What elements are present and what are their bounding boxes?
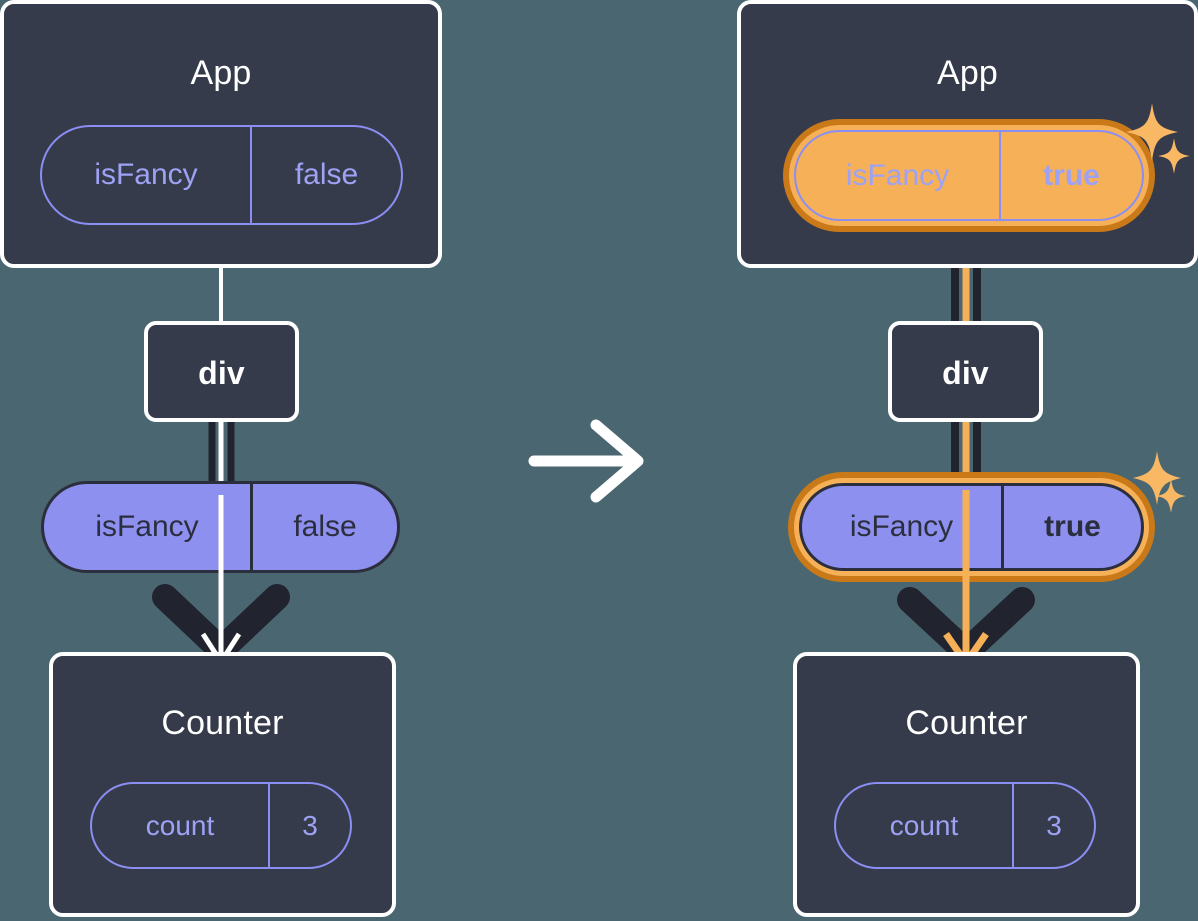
orange-arrow-after <box>943 490 989 670</box>
highlight-inner-ring-prop: isFancy true <box>794 478 1149 576</box>
counter-title-after: Counter <box>905 704 1028 742</box>
counter-pill-name-after: count <box>889 809 959 841</box>
prop-pill-value-after: true <box>1001 486 1141 568</box>
highlight-inner-ring-app: isFancy true <box>789 125 1149 226</box>
counter-pill-value-before: 3 <box>268 784 350 867</box>
counter-state-pill-after: count 3 <box>834 782 1096 869</box>
counter-title-before: Counter <box>161 704 284 742</box>
counter-pill-name-before: count <box>145 809 215 841</box>
prop-pill-value-before: false <box>250 484 397 570</box>
counter-state-pill-before: count 3 <box>90 782 352 869</box>
prop-pill-after: isFancy true <box>799 483 1144 571</box>
app-title-after: App <box>936 54 999 92</box>
app-state-pill-after: isFancy true <box>794 130 1144 221</box>
div-label-after: div <box>942 355 989 391</box>
pill-value-after-app: true <box>999 132 1142 219</box>
app-title-before: App <box>190 54 252 92</box>
prop-pill-name-after: isFancy <box>849 510 954 543</box>
app-state-pill-before: isFancy false <box>40 125 403 225</box>
pill-name-before-app: isFancy <box>94 158 198 191</box>
div-node-after: div <box>888 321 1043 422</box>
prop-pill-name-before: isFancy <box>95 510 199 543</box>
app-state-pill-highlight-after: isFancy true <box>783 119 1155 232</box>
counter-pill-value-after: 3 <box>1012 784 1094 867</box>
pill-value-before-app: false <box>250 127 401 223</box>
dark-fan-arrow-before <box>152 584 290 663</box>
pill-name-after-app: isFancy <box>845 158 950 192</box>
div-label-before: div <box>198 355 245 391</box>
div-node-before: div <box>144 321 299 422</box>
prop-pill-highlight-after: isFancy true <box>788 472 1155 582</box>
